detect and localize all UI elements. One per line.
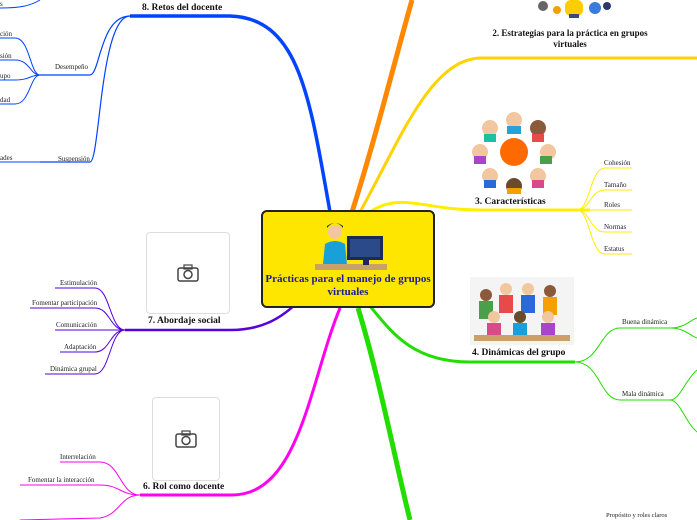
b8-item-suspension[interactable]: Suspensión bbox=[58, 155, 90, 163]
branch-3-title[interactable]: 3. Características bbox=[475, 197, 546, 207]
b3-item-cohesion[interactable]: Cohesión bbox=[604, 159, 631, 167]
teacher-at-computer-icon bbox=[315, 223, 387, 270]
b8-partial-4[interactable]: dad bbox=[0, 96, 11, 104]
b8-item-performance[interactable]: Desempeño bbox=[55, 63, 89, 71]
lightbulb-gears-icon bbox=[538, 0, 611, 18]
b8-partial-1[interactable]: ción bbox=[0, 30, 13, 38]
b7-item-foster-participation[interactable]: Fomentar participación bbox=[32, 299, 98, 307]
b7-item-group-dynamic[interactable]: Dinámica grupal bbox=[50, 365, 97, 373]
b4-item-good-dynamic[interactable]: Buena dinámica bbox=[622, 318, 668, 326]
b3-item-norms[interactable]: Normas bbox=[604, 223, 627, 231]
camera-icon bbox=[175, 430, 197, 448]
b5-item-purpose[interactable]: Propósito y roles claros bbox=[606, 512, 668, 519]
b8-partial-5[interactable]: ades bbox=[0, 154, 13, 162]
b7-item-stimulation[interactable]: Estimulación bbox=[60, 279, 97, 287]
b7-item-communication[interactable]: Comunicación bbox=[56, 321, 97, 329]
camera-icon bbox=[177, 264, 199, 282]
b6-image-placeholder bbox=[152, 397, 220, 481]
b4-item-bad-dynamic[interactable]: Mala dinámica bbox=[622, 390, 664, 398]
group-photo-icon bbox=[470, 277, 574, 345]
branch-4-title[interactable]: 4. Dinámicas del grupo bbox=[472, 348, 566, 358]
branch-8-title[interactable]: 8. Retos del docente bbox=[142, 3, 223, 13]
branch-2-title[interactable]: 2. Estrategias para la práctica en grupo… bbox=[492, 28, 648, 49]
b8-partial-2[interactable]: sión bbox=[0, 52, 12, 60]
branch-7-title[interactable]: 7. Abordaje social bbox=[148, 316, 221, 326]
b8-partial-0[interactable]: s bbox=[0, 0, 3, 8]
central-topic[interactable]: Prácticas para el manejo de grupos virtu… bbox=[261, 210, 435, 308]
b8-partial-3[interactable]: upo bbox=[0, 72, 11, 80]
branch-6-title[interactable]: 6. Rol como docente bbox=[143, 482, 225, 492]
b7-image-placeholder bbox=[146, 232, 230, 314]
team-circle-icon bbox=[472, 112, 556, 194]
central-topic-title: Prácticas para el manejo de grupos virtu… bbox=[265, 273, 431, 298]
b3-item-status[interactable]: Estatus bbox=[604, 245, 625, 253]
b6-item-interrelation[interactable]: Interrelación bbox=[60, 453, 96, 461]
b6-item-foster-interaction[interactable]: Fomentar la interacción bbox=[28, 476, 95, 484]
b3-item-roles[interactable]: Roles bbox=[604, 201, 620, 209]
b3-item-size[interactable]: Tamaño bbox=[604, 181, 627, 189]
b7-item-adaptation[interactable]: Adaptación bbox=[64, 343, 97, 351]
